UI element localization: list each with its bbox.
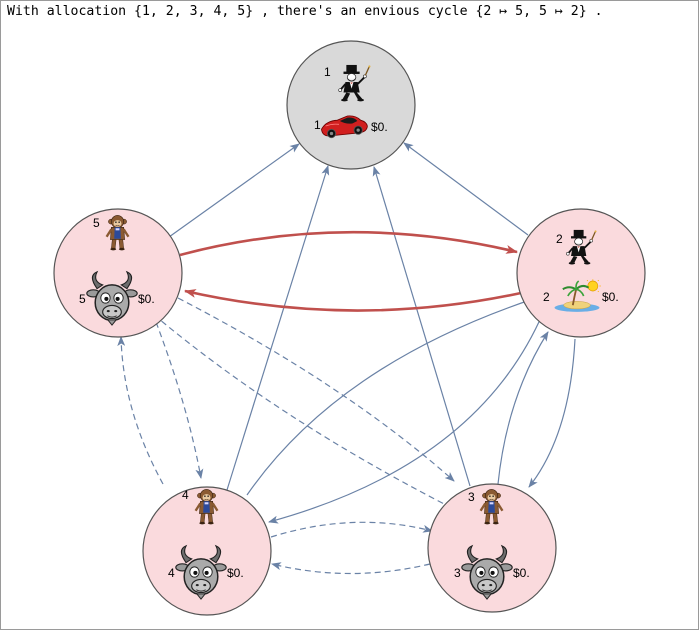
node-circle	[142, 486, 272, 616]
edge-2-to-3	[528, 338, 576, 488]
edge-4-to-3-dashed	[270, 521, 433, 538]
envious-cycle: {2 ↦ 5, 5 ↦ 2}	[475, 4, 587, 19]
node-3: 3 3 $0.	[427, 483, 557, 613]
item-number-label: 2	[543, 290, 550, 304]
node-2: 2 2 $0.	[516, 208, 646, 338]
edge-5-to-1	[168, 143, 300, 238]
node-5: 5 5 $0.	[53, 208, 183, 338]
cycle-edge-5-to-2	[179, 230, 518, 257]
edge-5-to-4-dashed	[155, 321, 204, 479]
agent-number-label: 1	[324, 65, 331, 79]
header-prefix: With allocation	[7, 4, 127, 19]
edge-4-to-2	[246, 298, 534, 496]
edge-3-to-1	[372, 166, 471, 487]
agent-number-label: 5	[93, 216, 100, 230]
cycle-edge-2-to-5	[184, 289, 522, 312]
edge-2-to-1	[403, 142, 529, 236]
agent-number-label: 3	[468, 490, 475, 504]
node-1: 1 1 $0.	[286, 40, 416, 170]
header-middle: , there's an envious cycle	[261, 4, 468, 19]
edge-3-to-2	[497, 331, 549, 485]
money-label: $0.	[513, 566, 530, 580]
money-label: $0.	[371, 120, 388, 134]
edge-5-to-3-dashed	[177, 297, 455, 482]
item-number-label: 4	[168, 566, 175, 580]
money-label: $0.	[602, 290, 619, 304]
edge-layer	[117, 142, 576, 575]
node-circle	[516, 208, 646, 338]
edge-2-to-4	[268, 312, 544, 524]
money-label: $0.	[227, 566, 244, 580]
allocation-description: With allocation {1, 2, 3, 4, 5} , there'…	[7, 4, 603, 19]
node-circle	[286, 40, 416, 170]
agent-number-label: 4	[182, 488, 189, 502]
edge-3-to-4-dashed	[271, 562, 431, 575]
node-circle	[53, 208, 183, 338]
money-label: $0.	[138, 292, 155, 306]
item-number-label: 3	[454, 566, 461, 580]
header-suffix: .	[594, 4, 603, 19]
edge-4-to-5-dashed	[117, 336, 164, 485]
node-4: 4 4 $0.	[142, 486, 272, 616]
edge-3-to-5-dashed	[152, 313, 453, 509]
item-number-label: 5	[79, 292, 86, 306]
node-circle	[427, 483, 557, 613]
agent-number-label: 2	[556, 232, 563, 246]
item-number-label: 1	[314, 118, 321, 132]
allocation-set: {1, 2, 3, 4, 5}	[134, 4, 254, 19]
edge-4-to-1	[226, 165, 330, 491]
